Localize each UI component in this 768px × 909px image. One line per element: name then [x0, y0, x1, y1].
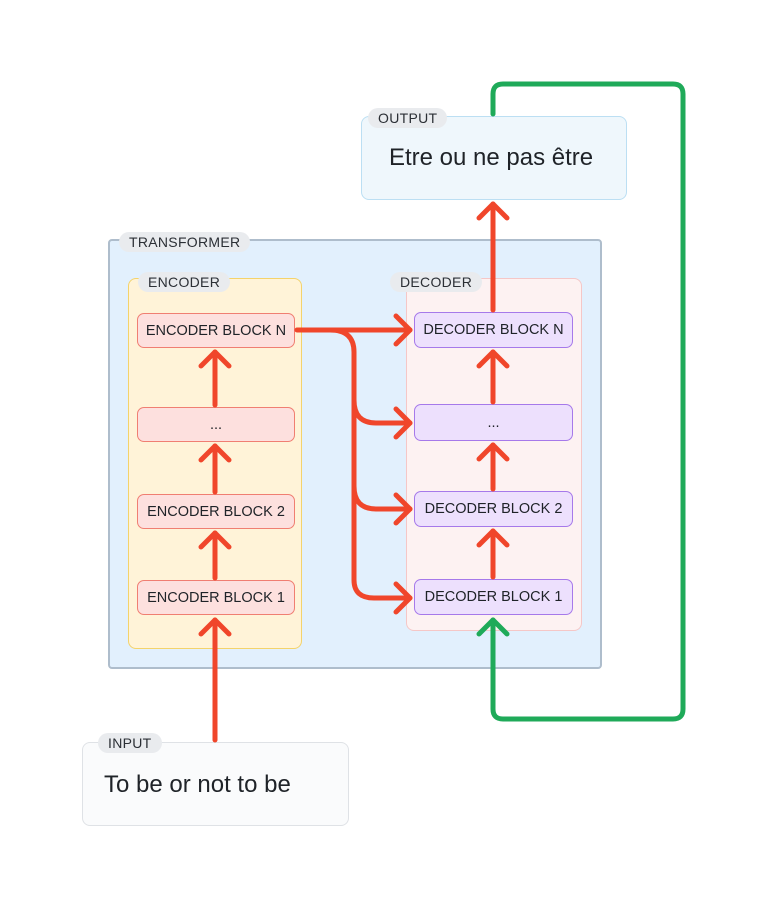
decoder-block-2: DECODER BLOCK 2	[414, 491, 573, 527]
output-text: Etre ou ne pas être	[389, 144, 594, 171]
encoder-block-ellipsis: ...	[137, 407, 295, 442]
feedback-loop-arrow	[476, 81, 686, 722]
encoder-block-n: ENCODER BLOCK N	[137, 313, 295, 348]
arrow-encoder-1-to-2	[198, 530, 232, 581]
arrow-encoder-2-to-ellipsis	[198, 443, 232, 495]
arrow-decoder-2-to-ellipsis	[476, 442, 510, 492]
input-box: To be or not to be	[82, 742, 349, 826]
decoder-block-n: DECODER BLOCK N	[414, 312, 573, 348]
input-text: To be or not to be	[104, 771, 291, 798]
output-tag: OUTPUT	[368, 108, 448, 128]
output-box: Etre ou ne pas être	[361, 116, 627, 200]
arrow-decoder-to-output	[476, 201, 510, 313]
decoder-block-ellipsis: ...	[414, 404, 573, 441]
input-tag: INPUT	[98, 733, 162, 753]
encoder-tag: ENCODER	[138, 272, 231, 292]
arrow-encoder-ellipsis-to-n	[198, 349, 232, 408]
arrow-encoder-to-decoders-branch	[327, 327, 413, 615]
encoder-block-2: ENCODER BLOCK 2	[137, 494, 295, 529]
arrow-decoder-1-to-2	[476, 528, 510, 580]
arrow-decoder-ellipsis-to-n	[476, 349, 510, 405]
decoder-block-1: DECODER BLOCK 1	[414, 579, 573, 615]
decoder-tag: DECODER	[390, 272, 483, 292]
transformer-tag: TRANSFORMER	[119, 232, 251, 252]
arrow-input-to-encoder	[198, 617, 232, 743]
arrow-encoder-to-decoder-n	[294, 313, 413, 347]
encoder-block-1: ENCODER BLOCK 1	[137, 580, 295, 615]
